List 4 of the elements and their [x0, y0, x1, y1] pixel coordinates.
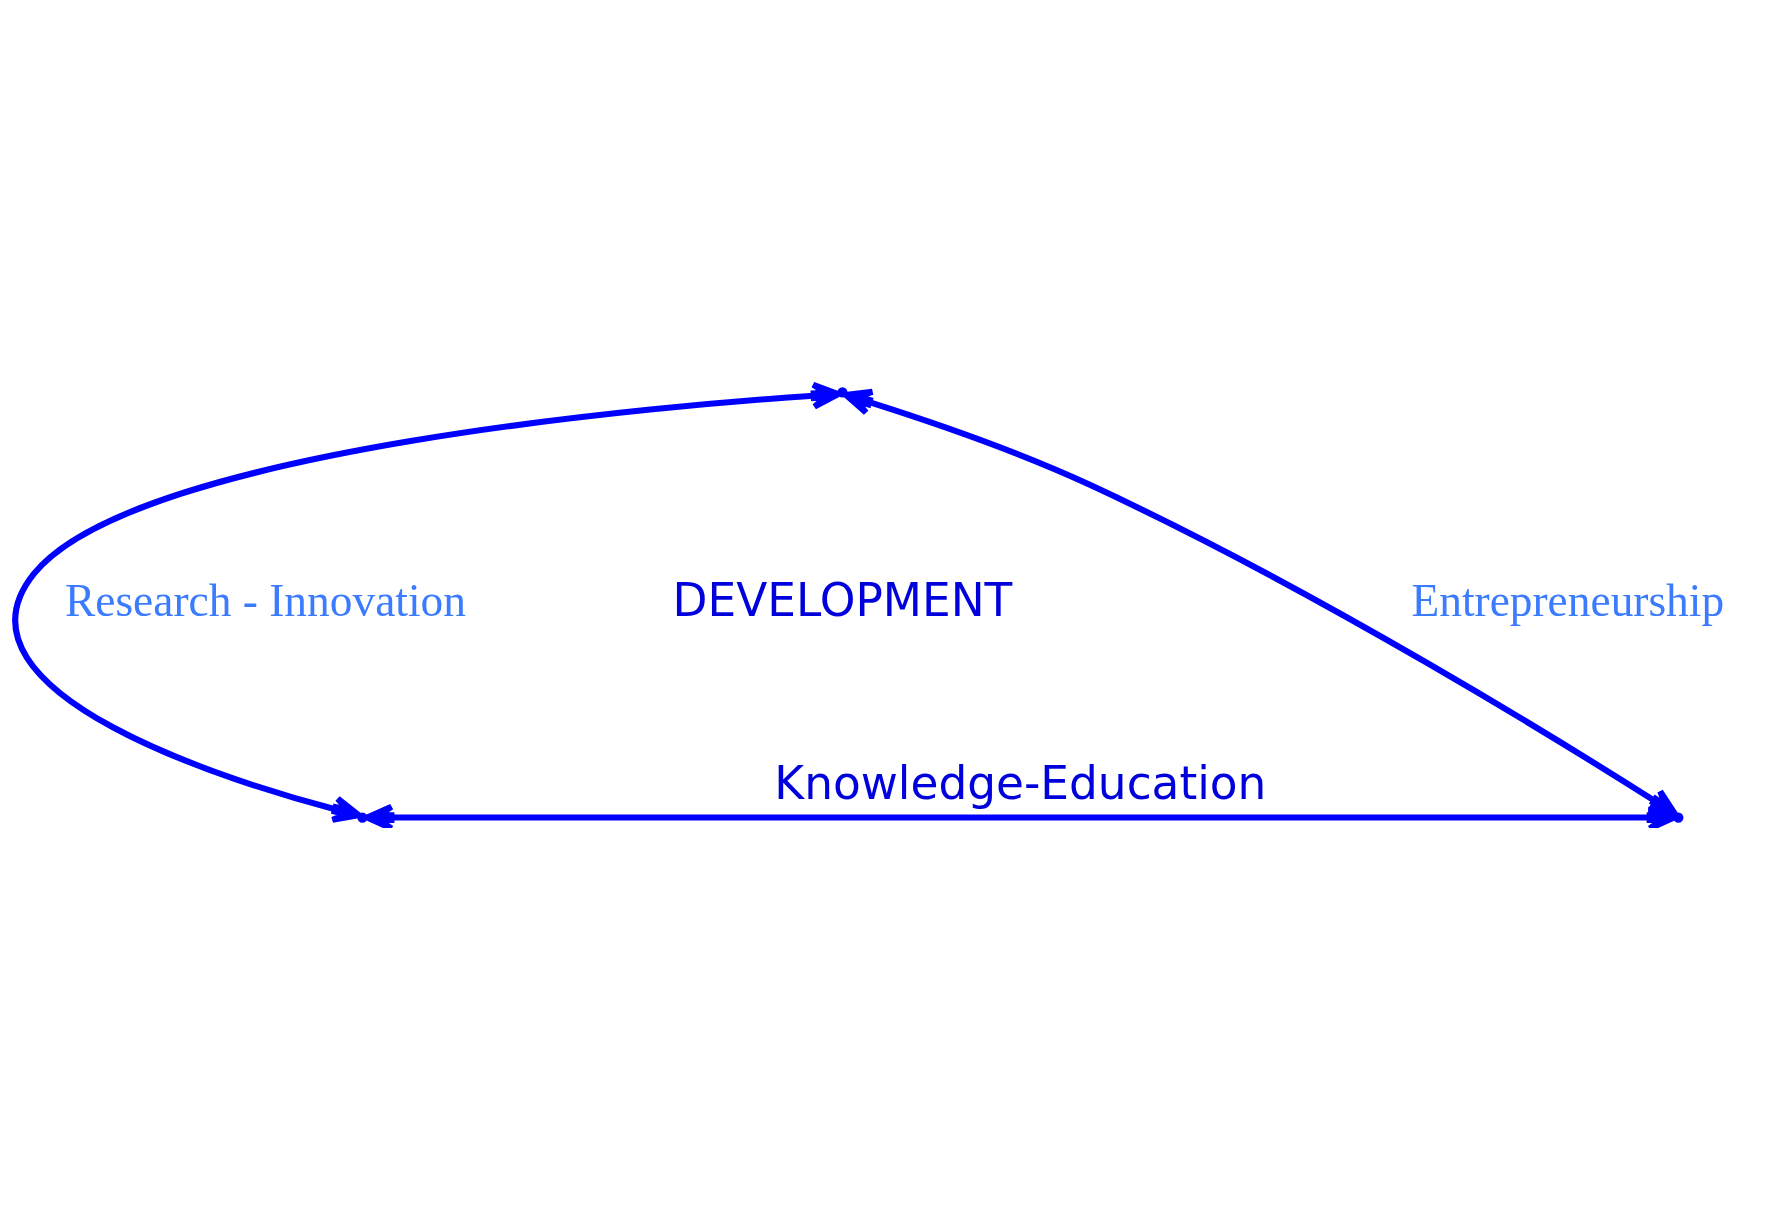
edge-label: Research - Innovation	[65, 575, 466, 626]
edge-label: Entrepreneurship	[1411, 575, 1725, 626]
edge-label: Knowledge-Education	[774, 756, 1267, 810]
label: DEVELOPMENT	[672, 573, 1013, 627]
